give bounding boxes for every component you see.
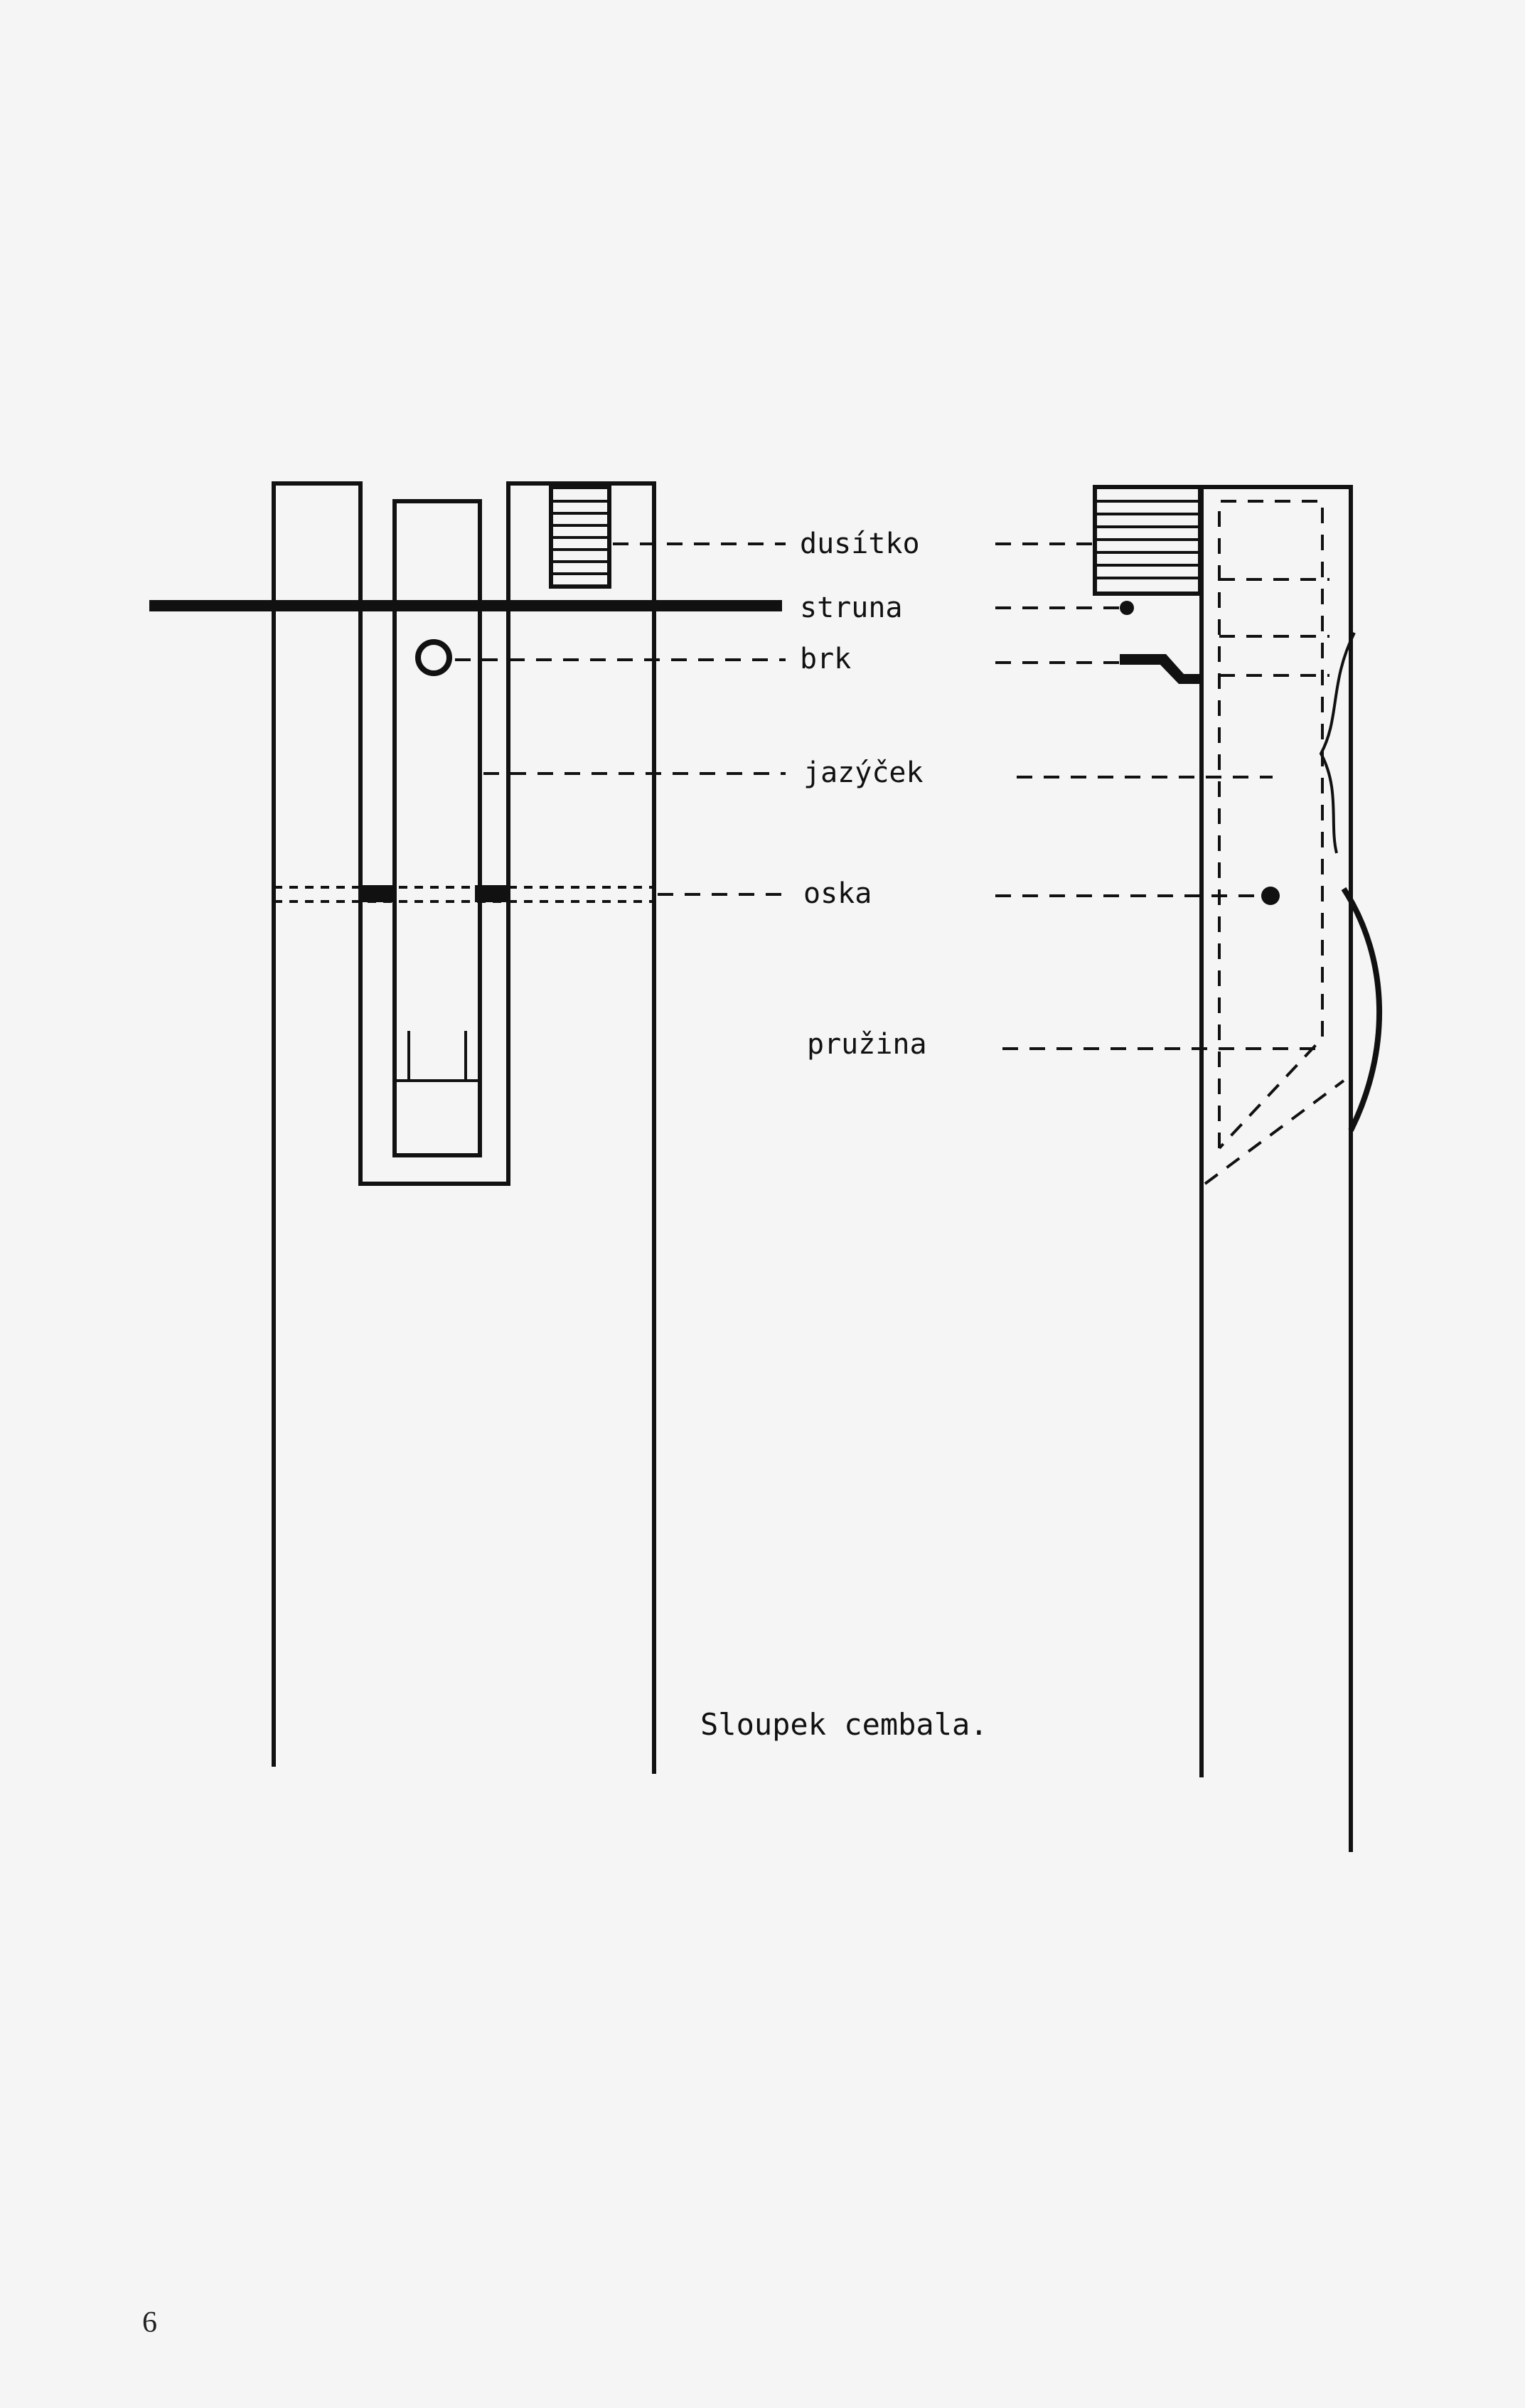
plectrum-side [1120,654,1202,684]
tongue-dashed-outline [1218,500,1324,1150]
tongue-edge-curve [1319,632,1356,854]
label-oska: oska [803,877,872,910]
page-number: 6 [142,2306,157,2339]
label-dusitko: dusítko [800,528,920,560]
tongue-slot-lines [395,1031,480,1082]
part-labels: dusítko struna brk jazýček oska pružina [800,528,927,1061]
jack-side-view [1093,485,1382,1852]
side-body-outline [1199,485,1353,1852]
spring-curve [1341,887,1382,1132]
label-pruzina: pružina [807,1028,927,1061]
axle-dot-side [1261,887,1280,905]
jack-body-outline [272,481,656,1774]
label-brk: brk [800,643,851,675]
leader-lines-left [455,542,786,896]
leader-lines-right [995,542,1322,1050]
label-struna: struna [800,592,903,624]
string-dot-side [1120,601,1134,615]
axle-front [274,885,654,903]
label-jazycek: jazýček [803,756,924,789]
plectrum-circle [415,639,452,676]
damper-felt-front [549,485,611,589]
jack-tongue [392,499,482,1157]
jack-front-view [149,481,782,1774]
figure-caption: Sloupek cembala. [700,1707,988,1742]
damper-felt-side [1093,485,1202,596]
